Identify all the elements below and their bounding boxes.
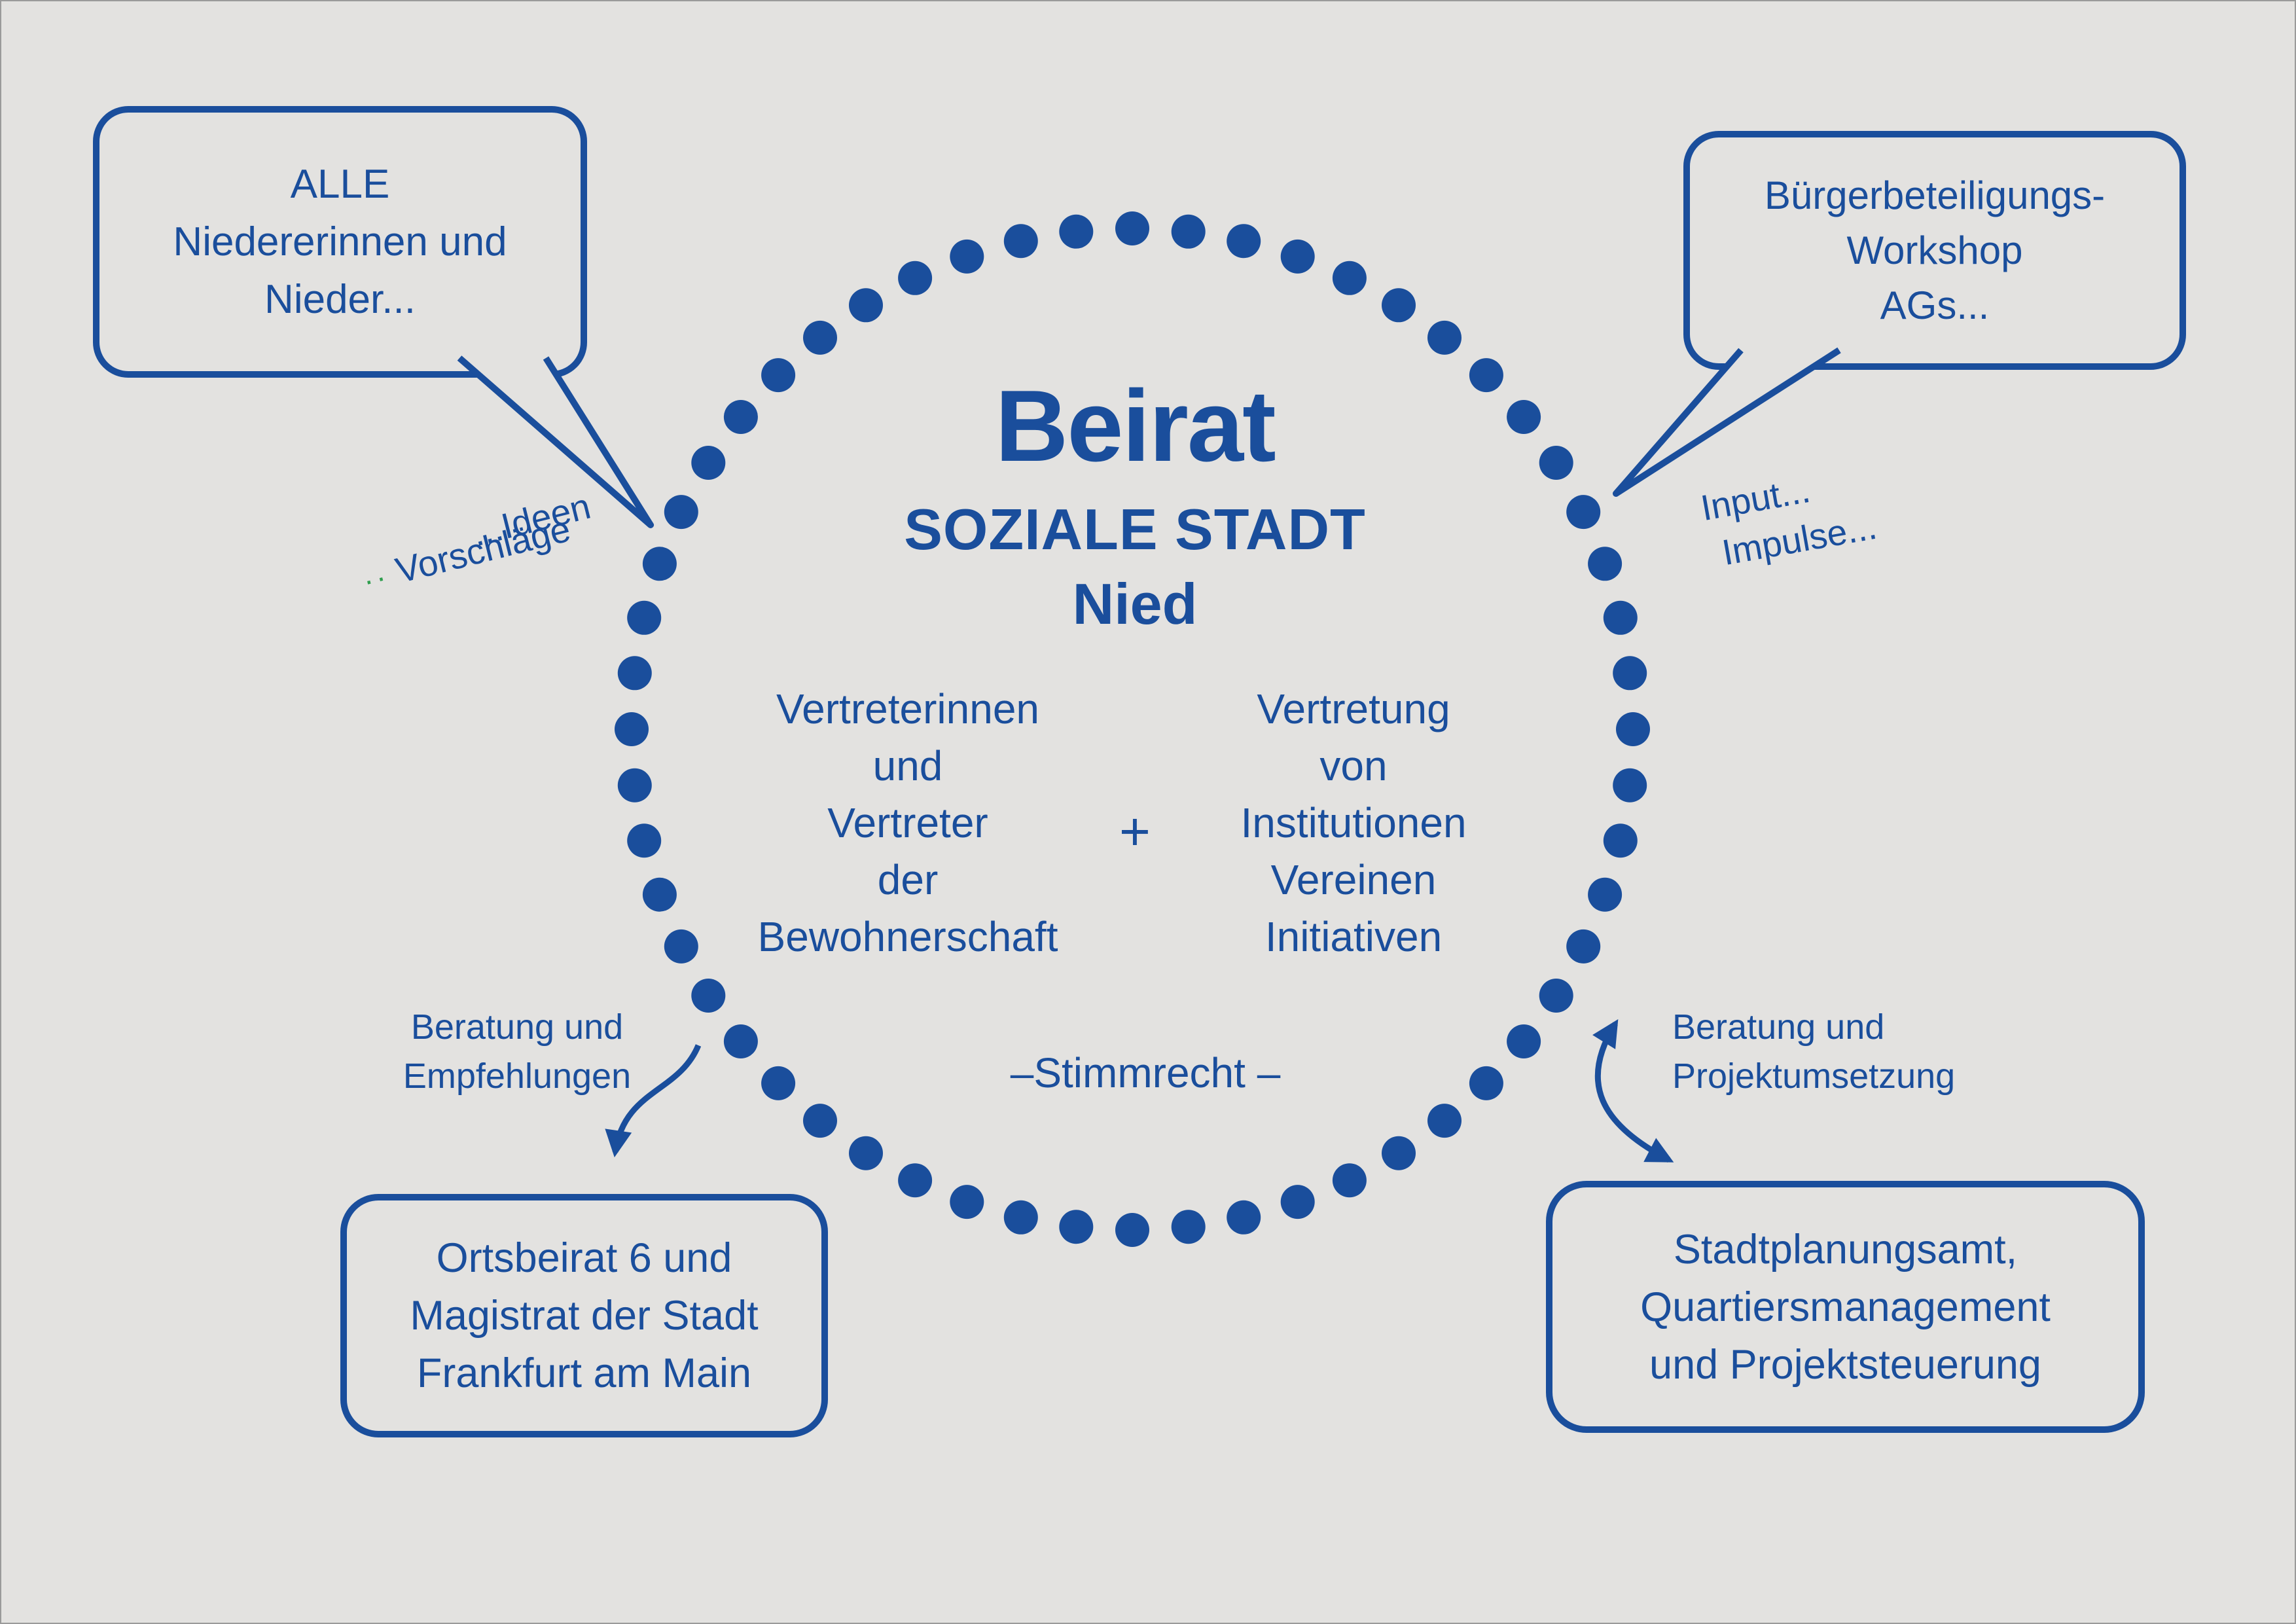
group-line: der xyxy=(877,856,939,903)
bubble-line: AGs... xyxy=(1880,283,1990,327)
ring-dot xyxy=(691,979,726,1013)
group-line: und xyxy=(872,742,943,789)
ring-dot xyxy=(1115,211,1149,245)
ring-dot xyxy=(1332,1163,1367,1198)
double-headed-arrow-icon xyxy=(1592,1019,1674,1163)
ring-dot xyxy=(1332,261,1367,295)
ring-dot xyxy=(617,768,652,803)
ring-dot xyxy=(1507,400,1541,434)
box-line: und Projektsteuerung xyxy=(1649,1341,2041,1388)
ring-dot xyxy=(664,495,698,530)
ring-dot xyxy=(642,877,677,912)
ring-dot xyxy=(1603,600,1638,635)
ring-dot xyxy=(1427,320,1462,355)
ring-dot xyxy=(1059,214,1094,249)
group-line: Initiativen xyxy=(1265,913,1443,960)
group-line: Vereinen xyxy=(1270,856,1437,903)
box-line: Quartiersmanagement xyxy=(1640,1284,2051,1330)
group-line: Vertreter xyxy=(827,799,988,846)
bubble-line: Niedererinnen und xyxy=(173,219,507,264)
label-beratung-empfehlungen: Beratung und Empfehlungen xyxy=(403,1003,631,1101)
ring-dot xyxy=(1613,768,1647,803)
bubble-line: Nieder... xyxy=(264,276,416,322)
group-line: Vertretung xyxy=(1257,685,1450,732)
ring-dot xyxy=(723,400,758,434)
ring-dot xyxy=(1115,1213,1149,1247)
ring-dot xyxy=(723,1024,758,1058)
label-line: Beratung und xyxy=(410,1007,624,1047)
group-line: Institutionen xyxy=(1240,799,1467,846)
bubble-line: ALLE xyxy=(290,161,390,207)
ring-dot xyxy=(1427,1104,1462,1138)
ring-dot xyxy=(1280,239,1315,274)
bubble-line: Bürgerbeteiligungs- xyxy=(1764,173,2106,217)
label-line: Projektumsetzung xyxy=(1672,1056,1956,1096)
ring-dot xyxy=(898,261,933,295)
ring-dot xyxy=(627,823,662,858)
ring-dot xyxy=(1171,214,1206,249)
ring-dot xyxy=(1566,495,1601,530)
ring-dot xyxy=(1469,358,1503,393)
ring-dot xyxy=(1588,547,1623,581)
ring-dot xyxy=(1539,446,1573,480)
ring-dot xyxy=(642,547,677,581)
ring-dot xyxy=(1059,1210,1094,1244)
annotation-vorschlaege: ··Vorschläge xyxy=(358,508,575,600)
ring-dot xyxy=(898,1163,933,1198)
ring-dot xyxy=(1539,979,1573,1013)
circle-subtitle-nied: Nied xyxy=(1072,571,1198,636)
ring-dot xyxy=(1003,224,1038,259)
box-line: Magistrat der Stadt xyxy=(410,1293,759,1339)
ring-dot xyxy=(1003,1200,1038,1235)
box-line: Frankfurt am Main xyxy=(416,1350,752,1396)
ring-dot xyxy=(803,320,837,355)
ring-dot xyxy=(950,1185,984,1219)
plus-sign: + xyxy=(1119,802,1151,861)
ring-dot xyxy=(803,1104,837,1138)
group-bewohnerschaft: Vertreterinnen und Vertreter der Bewohne… xyxy=(692,681,1124,965)
ring-dot xyxy=(1613,656,1647,691)
ring-dot xyxy=(617,656,652,691)
ring-dot xyxy=(761,1066,796,1100)
box-line: Ortsbeirat 6 und xyxy=(436,1235,732,1281)
ring-dot xyxy=(1227,1200,1261,1235)
label-line: Beratung und xyxy=(1672,1007,1885,1047)
box-stadtplanungsamt: Stadtplanungsamt, Quartiersmanagement un… xyxy=(1546,1181,2145,1433)
ring-dot xyxy=(1469,1066,1503,1100)
label-line: Empfehlungen xyxy=(403,1056,632,1096)
ring-dot xyxy=(761,358,796,393)
ring-dot xyxy=(691,446,726,480)
green-dots-icon: ·· xyxy=(359,558,393,598)
box-line: Stadtplanungsamt, xyxy=(1673,1226,2018,1272)
group-line: von xyxy=(1319,742,1388,789)
ring-dot xyxy=(1588,877,1623,912)
ring-dot xyxy=(1382,1136,1416,1170)
group-line: Vertreterinnen xyxy=(776,685,1040,732)
ring-dot xyxy=(950,239,984,274)
ring-dot xyxy=(1507,1024,1541,1058)
speech-bubble-all-residents: ALLE Niedererinnen und Nieder... xyxy=(93,106,587,378)
group-line: Bewohnerschaft xyxy=(757,913,1058,960)
ring-dot xyxy=(1280,1185,1315,1219)
bubble-line: Workshop xyxy=(1846,228,2023,272)
ring-dot xyxy=(1603,823,1638,858)
circle-subtitle-soziale-stadt: SOZIALE STADT xyxy=(904,497,1366,562)
ring-dot xyxy=(1171,1210,1206,1244)
speech-bubble-workshops: Bürgerbeteiligungs- Workshop AGs... xyxy=(1683,131,2186,370)
voting-note: –Stimmrecht – xyxy=(1010,1049,1281,1096)
ring-dot xyxy=(849,288,883,323)
circle-title: Beirat xyxy=(995,369,1276,482)
group-institutionen: Vertretung von Institutionen Vereinen In… xyxy=(1138,681,1570,965)
ring-dot xyxy=(1566,929,1601,964)
ring-dot xyxy=(1227,224,1261,259)
ring-dot xyxy=(849,1136,883,1170)
box-ortsbeirat-magistrat: Ortsbeirat 6 und Magistrat der Stadt Fra… xyxy=(340,1194,828,1437)
ring-dot xyxy=(1382,288,1416,323)
ring-dot xyxy=(627,600,662,635)
ring-dot xyxy=(615,712,649,746)
label-beratung-projektumsetzung: Beratung und Projektumsetzung xyxy=(1672,1003,1955,1101)
ring-dot xyxy=(1616,712,1650,746)
